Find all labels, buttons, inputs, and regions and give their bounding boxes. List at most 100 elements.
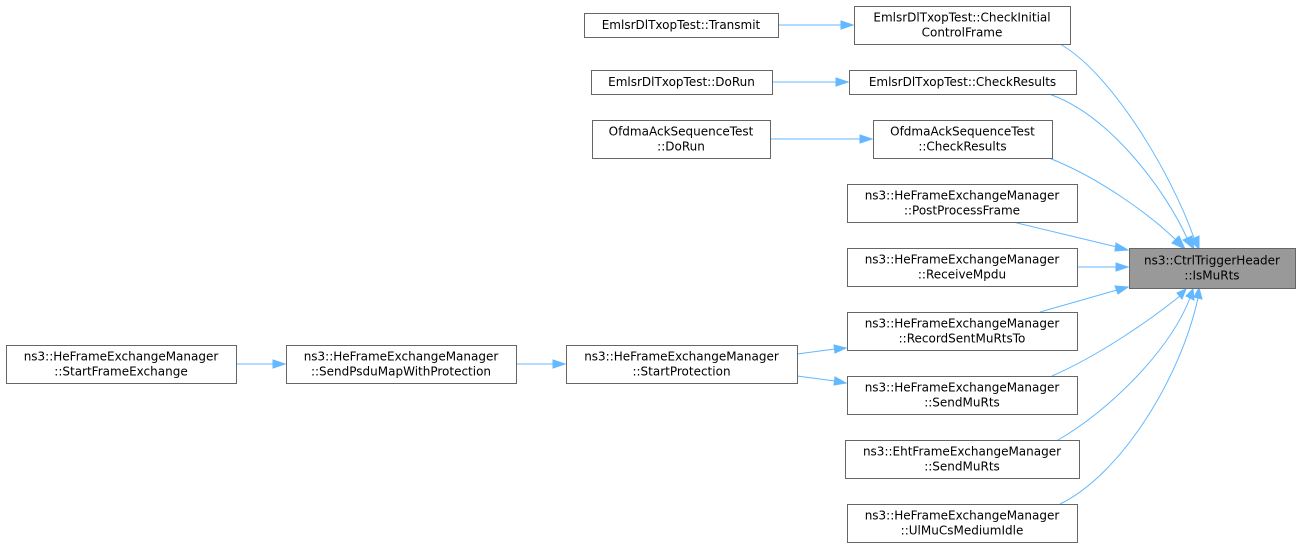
node-box: [873, 120, 1053, 159]
edge-arrowhead: [1114, 242, 1130, 252]
edge-arrowhead: [1114, 285, 1130, 295]
node-label-line: EmlsrDlTxopTest::Transmit: [602, 18, 761, 32]
edge-arrowhead: [1185, 287, 1195, 301]
node-label-line: ::StartFrameExchange: [54, 365, 187, 379]
node-box: [566, 345, 798, 384]
edge-n5-to-n0: [1048, 157, 1187, 251]
edge-n15-to-n0: [1059, 286, 1203, 505]
edge-n14-to-n0: [1057, 287, 1195, 441]
node-label-line: ::CheckResults: [918, 140, 1006, 154]
edge-line: [796, 375, 836, 382]
node-label-line: ::ReceiveMpdu: [918, 268, 1006, 282]
node-label-line: ::SendPsduMapWithProtection: [311, 365, 491, 379]
node-label-line: ns3::HeFrameExchangeManager: [865, 253, 1060, 267]
edges-layer: [236, 20, 1203, 505]
edge-n1-to-n0: [1059, 43, 1200, 251]
node-box: [849, 70, 1077, 95]
node-label-line: ns3::HeFrameExchangeManager: [865, 381, 1060, 395]
node-box: [854, 6, 1071, 45]
edge-arrowhead: [1171, 235, 1187, 251]
graph-node[interactable]: ns3::HeFrameExchangeManager::RecordSentM…: [847, 312, 1078, 351]
node-box: [847, 312, 1078, 351]
edge-n3-to-n0: [1048, 93, 1195, 251]
node-label-line: ::DoRun: [657, 140, 705, 154]
edge-line: [1048, 157, 1177, 241]
edge-arrowhead: [272, 359, 287, 369]
edge-arrowhead: [840, 20, 855, 30]
edge-arrowhead: [1115, 262, 1130, 272]
node-label-line: ::PostProcessFrame: [904, 204, 1020, 218]
node-label-line: ns3::HeFrameExchangeManager: [865, 509, 1060, 523]
node-box: [6, 345, 237, 384]
edge-arrowhead: [1182, 235, 1195, 251]
edge-line: [1039, 289, 1118, 313]
node-box: [1129, 248, 1296, 289]
node-box: [847, 376, 1078, 415]
edge-line: [1012, 221, 1118, 248]
edge-line: [1051, 295, 1181, 377]
graph-node[interactable]: ns3::HeFrameExchangeManager::UlMuCsMediu…: [847, 504, 1078, 543]
edge-arrowhead: [835, 77, 850, 87]
node-label-line: ns3::CtrlTriggerHeader: [1144, 254, 1280, 268]
node-label-line: OfdmaAckSequenceTest: [890, 125, 1035, 139]
graph-node[interactable]: ns3::HeFrameExchangeManager::PostProcess…: [847, 184, 1078, 223]
node-box: [845, 440, 1080, 479]
node-label-line: ns3::HeFrameExchangeManager: [865, 189, 1060, 203]
node-label-line: ns3::HeFrameExchangeManager: [584, 350, 779, 364]
node-label-line: ns3::HeFrameExchangeManager: [24, 350, 219, 364]
graph-node[interactable]: EmlsrDlTxopTest::Transmit: [584, 13, 779, 38]
edge-arrowhead: [552, 359, 567, 369]
node-label-line: ::SendMuRts: [924, 396, 1000, 410]
graph-node[interactable]: ns3::HeFrameExchangeManager::SendMuRts: [847, 376, 1078, 415]
edge-arrowhead: [833, 344, 848, 354]
node-label-line: ::SendMuRts: [924, 460, 1000, 474]
graph-node[interactable]: OfdmaAckSequenceTest::CheckResults: [873, 120, 1053, 159]
edge-n7-to-n0: [1012, 221, 1130, 252]
nodes-layer: ns3::CtrlTriggerHeader::IsMuRts EmlsrDlTx…: [6, 6, 1296, 543]
edge-line: [1057, 297, 1191, 441]
node-label-line: EmlsrDlTxopTest::CheckInitial: [873, 11, 1050, 25]
edge-n2-to-n1: [778, 20, 855, 30]
node-box: [592, 120, 771, 159]
focus-node: ns3::CtrlTriggerHeader::IsMuRts: [1129, 248, 1296, 289]
edge-line: [1059, 43, 1195, 239]
node-label-line: ns3::HeFrameExchangeManager: [304, 350, 499, 364]
node-label-line: ns3::EhtFrameExchangeManager: [863, 445, 1061, 459]
edge-n4-to-n3: [772, 77, 850, 87]
edge-n11-to-n10: [516, 359, 567, 369]
edge-n13-to-n0: [1051, 288, 1187, 377]
node-label-line: EmlsrDlTxopTest::CheckResults: [869, 75, 1056, 89]
node-label-line: ::RecordSentMuRtsTo: [899, 332, 1026, 346]
graph-node[interactable]: EmlsrDlTxopTest::CheckInitialControlFram…: [854, 6, 1071, 45]
node-box: [847, 504, 1078, 543]
edge-arrowhead: [859, 134, 874, 144]
edge-n6-to-n5: [770, 134, 874, 144]
node-box: [286, 345, 517, 384]
graph-node[interactable]: OfdmaAckSequenceTest::DoRun: [592, 120, 771, 159]
node-label-line: ControlFrame: [922, 26, 1003, 40]
node-label-line: ns3::HeFrameExchangeManager: [865, 317, 1060, 331]
edge-n9-to-n0: [1039, 285, 1130, 313]
edge-line: [796, 348, 836, 355]
graph-node[interactable]: EmlsrDlTxopTest::CheckResults: [849, 70, 1077, 95]
graph-node[interactable]: ns3::HeFrameExchangeManager::StartFrameE…: [6, 345, 237, 384]
edge-n8-to-n0: [1077, 262, 1130, 272]
graph-node[interactable]: ns3::HeFrameExchangeManager::SendPsduMap…: [286, 345, 517, 384]
node-label-line: ::StartProtection: [632, 365, 730, 379]
edge-line: [1048, 93, 1188, 239]
edge-arrowhead: [1193, 286, 1203, 300]
node-box: [584, 13, 779, 38]
node-label-line: ::IsMuRts: [1184, 269, 1239, 283]
edge-arrowhead: [1176, 288, 1187, 300]
node-label-line: OfdmaAckSequenceTest: [609, 125, 754, 139]
node-box: [847, 248, 1078, 287]
node-box: [591, 70, 773, 95]
graph-node[interactable]: EmlsrDlTxopTest::DoRun: [591, 70, 773, 95]
graph-node[interactable]: ns3::EhtFrameExchangeManager::SendMuRts: [845, 440, 1080, 479]
node-label-line: EmlsrDlTxopTest::DoRun: [608, 75, 755, 89]
node-label-line: ::UlMuCsMediumIdle: [901, 524, 1024, 538]
graph-node[interactable]: ns3::HeFrameExchangeManager::ReceiveMpdu: [847, 248, 1078, 287]
graph-node[interactable]: ns3::HeFrameExchangeManager::StartProtec…: [566, 345, 798, 384]
edge-line: [1059, 297, 1199, 505]
